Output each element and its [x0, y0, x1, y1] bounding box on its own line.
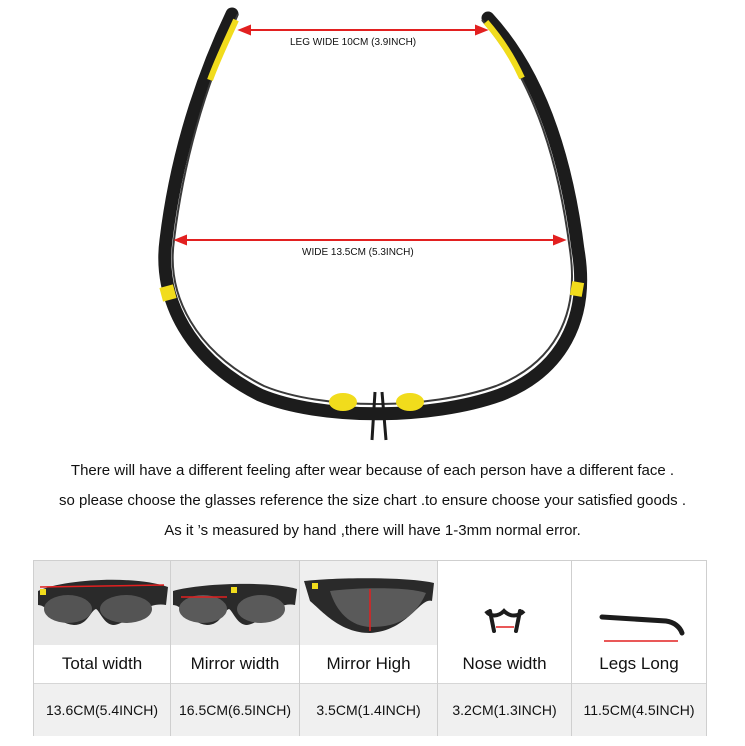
mirror-high-photo: [300, 561, 437, 645]
value-nose-width: 3.2CM(1.3INCH): [438, 683, 571, 736]
nose-bridge-icon: [438, 561, 571, 645]
header-nose-width: Nose width: [462, 654, 547, 673]
value-mirror-high: 3.5CM(1.4INCH): [300, 683, 437, 736]
note-line-1: There will have a different feeling afte…: [70, 462, 675, 479]
header-legs-long: Legs Long: [599, 654, 679, 673]
note-line-3: As it ’s measured by hand ,there will ha…: [164, 522, 581, 539]
leg-wide-arrow: [237, 24, 489, 36]
note-line-2: so please choose the glasses reference t…: [58, 492, 687, 509]
wide-label: WIDE 13.5CM (5.3INCH): [299, 247, 417, 258]
value-total-width: 13.6CM(5.4INCH): [34, 683, 170, 736]
value-mirror-width: 16.5CM(6.5INCH): [171, 683, 299, 736]
size-chart-table: Total width 13.6CM(5.4INCH) Mirror width…: [33, 560, 707, 736]
size-chart-column-nose-width: Nose width 3.2CM(1.3INCH): [438, 561, 572, 736]
temple-leg-icon: [572, 561, 706, 645]
size-chart-column-legs-long: Legs Long 11.5CM(4.5INCH): [572, 561, 706, 736]
header-total-width: Total width: [61, 654, 143, 673]
leg-wide-label: LEG WIDE 10CM (3.9INCH): [287, 37, 420, 48]
mirror-width-photo: [171, 561, 299, 645]
size-chart-column-mirror-width: Mirror width 16.5CM(6.5INCH): [171, 561, 300, 736]
wide-arrow: [173, 234, 567, 246]
value-legs-long: 11.5CM(4.5INCH): [572, 683, 706, 736]
glasses-top-view: [158, 7, 588, 441]
header-mirror-high: Mirror High: [326, 654, 411, 673]
header-mirror-width: Mirror width: [190, 654, 280, 673]
size-chart-column-mirror-high: Mirror High 3.5CM(1.4INCH): [300, 561, 438, 736]
size-chart-column-total-width: Total width 13.6CM(5.4INCH): [34, 561, 171, 736]
total-width-photo: [34, 561, 170, 645]
